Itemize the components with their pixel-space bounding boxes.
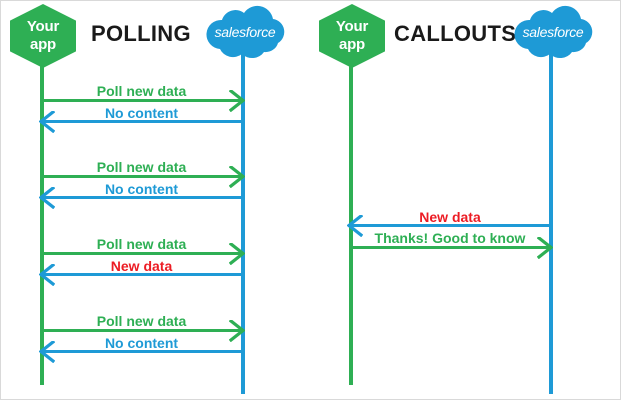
actor-label-line2: app <box>338 36 366 53</box>
arrowhead-right-icon <box>229 166 245 188</box>
salesforce-wordmark: salesforce <box>522 24 584 40</box>
arrow-shaft <box>40 120 243 123</box>
actor-label: Your app <box>319 4 385 68</box>
actor-label-line1: Your <box>26 17 60 35</box>
arrowhead-left-icon <box>39 264 55 286</box>
arrow-shaft <box>40 196 243 199</box>
message-arrow-right <box>351 237 553 259</box>
arrow-shaft <box>348 224 551 227</box>
lifeline-your-app-polling <box>40 53 44 385</box>
message-arrow-right <box>42 320 245 342</box>
arrow-shaft <box>40 273 243 276</box>
arrow-shaft <box>42 252 244 255</box>
message-label: No content <box>104 335 179 351</box>
arrowhead-right-icon <box>229 320 245 342</box>
cloud-icon <box>206 5 285 59</box>
arrow-shaft <box>351 246 552 249</box>
actor-salesforce-callouts: salesforce <box>507 5 599 63</box>
salesforce-wordmark: salesforce <box>214 24 276 40</box>
message-label: No content <box>104 181 179 197</box>
arrow-shaft <box>42 175 244 178</box>
message-label: New data <box>110 258 173 274</box>
message-arrow-left <box>39 111 243 133</box>
message-label: Thanks! Good to know <box>374 230 526 246</box>
arrowhead-right-icon <box>537 237 553 259</box>
message-arrow-left <box>39 341 243 363</box>
arrowhead-left-icon <box>39 111 55 133</box>
section-title-callouts: CALLOUTS <box>394 21 517 46</box>
message-label: Poll new data <box>96 313 187 329</box>
cloud-icon <box>514 5 593 59</box>
lifeline-salesforce-callouts <box>549 53 553 394</box>
lifeline-your-app-callouts <box>349 53 353 385</box>
arrowhead-right-icon <box>229 90 245 112</box>
actor-label-line1: Your <box>335 17 369 35</box>
actor-label: Your app <box>10 4 76 68</box>
message-arrow-left <box>39 264 243 286</box>
arrow-shaft <box>40 350 243 353</box>
arrow-shaft <box>42 99 244 102</box>
arrowhead-left-icon <box>39 187 55 209</box>
message-arrow-right <box>42 243 245 265</box>
arrow-shaft <box>42 329 244 332</box>
message-arrow-right <box>42 166 245 188</box>
actor-label-line2: app <box>29 36 57 53</box>
lifeline-salesforce-polling <box>241 53 245 394</box>
arrowhead-right-icon <box>229 243 245 265</box>
message-label: Poll new data <box>96 236 187 252</box>
message-arrow-left <box>347 215 551 237</box>
arrowhead-left-icon <box>347 215 363 237</box>
actor-salesforce-polling: salesforce <box>199 5 291 63</box>
section-title-polling: POLLING <box>91 21 191 46</box>
message-arrow-right <box>42 90 245 112</box>
message-label: Poll new data <box>96 83 187 99</box>
message-arrow-left <box>39 187 243 209</box>
message-label: No content <box>104 105 179 121</box>
arrowhead-left-icon <box>39 341 55 363</box>
message-label: New data <box>419 209 481 225</box>
message-label: Poll new data <box>96 159 187 175</box>
